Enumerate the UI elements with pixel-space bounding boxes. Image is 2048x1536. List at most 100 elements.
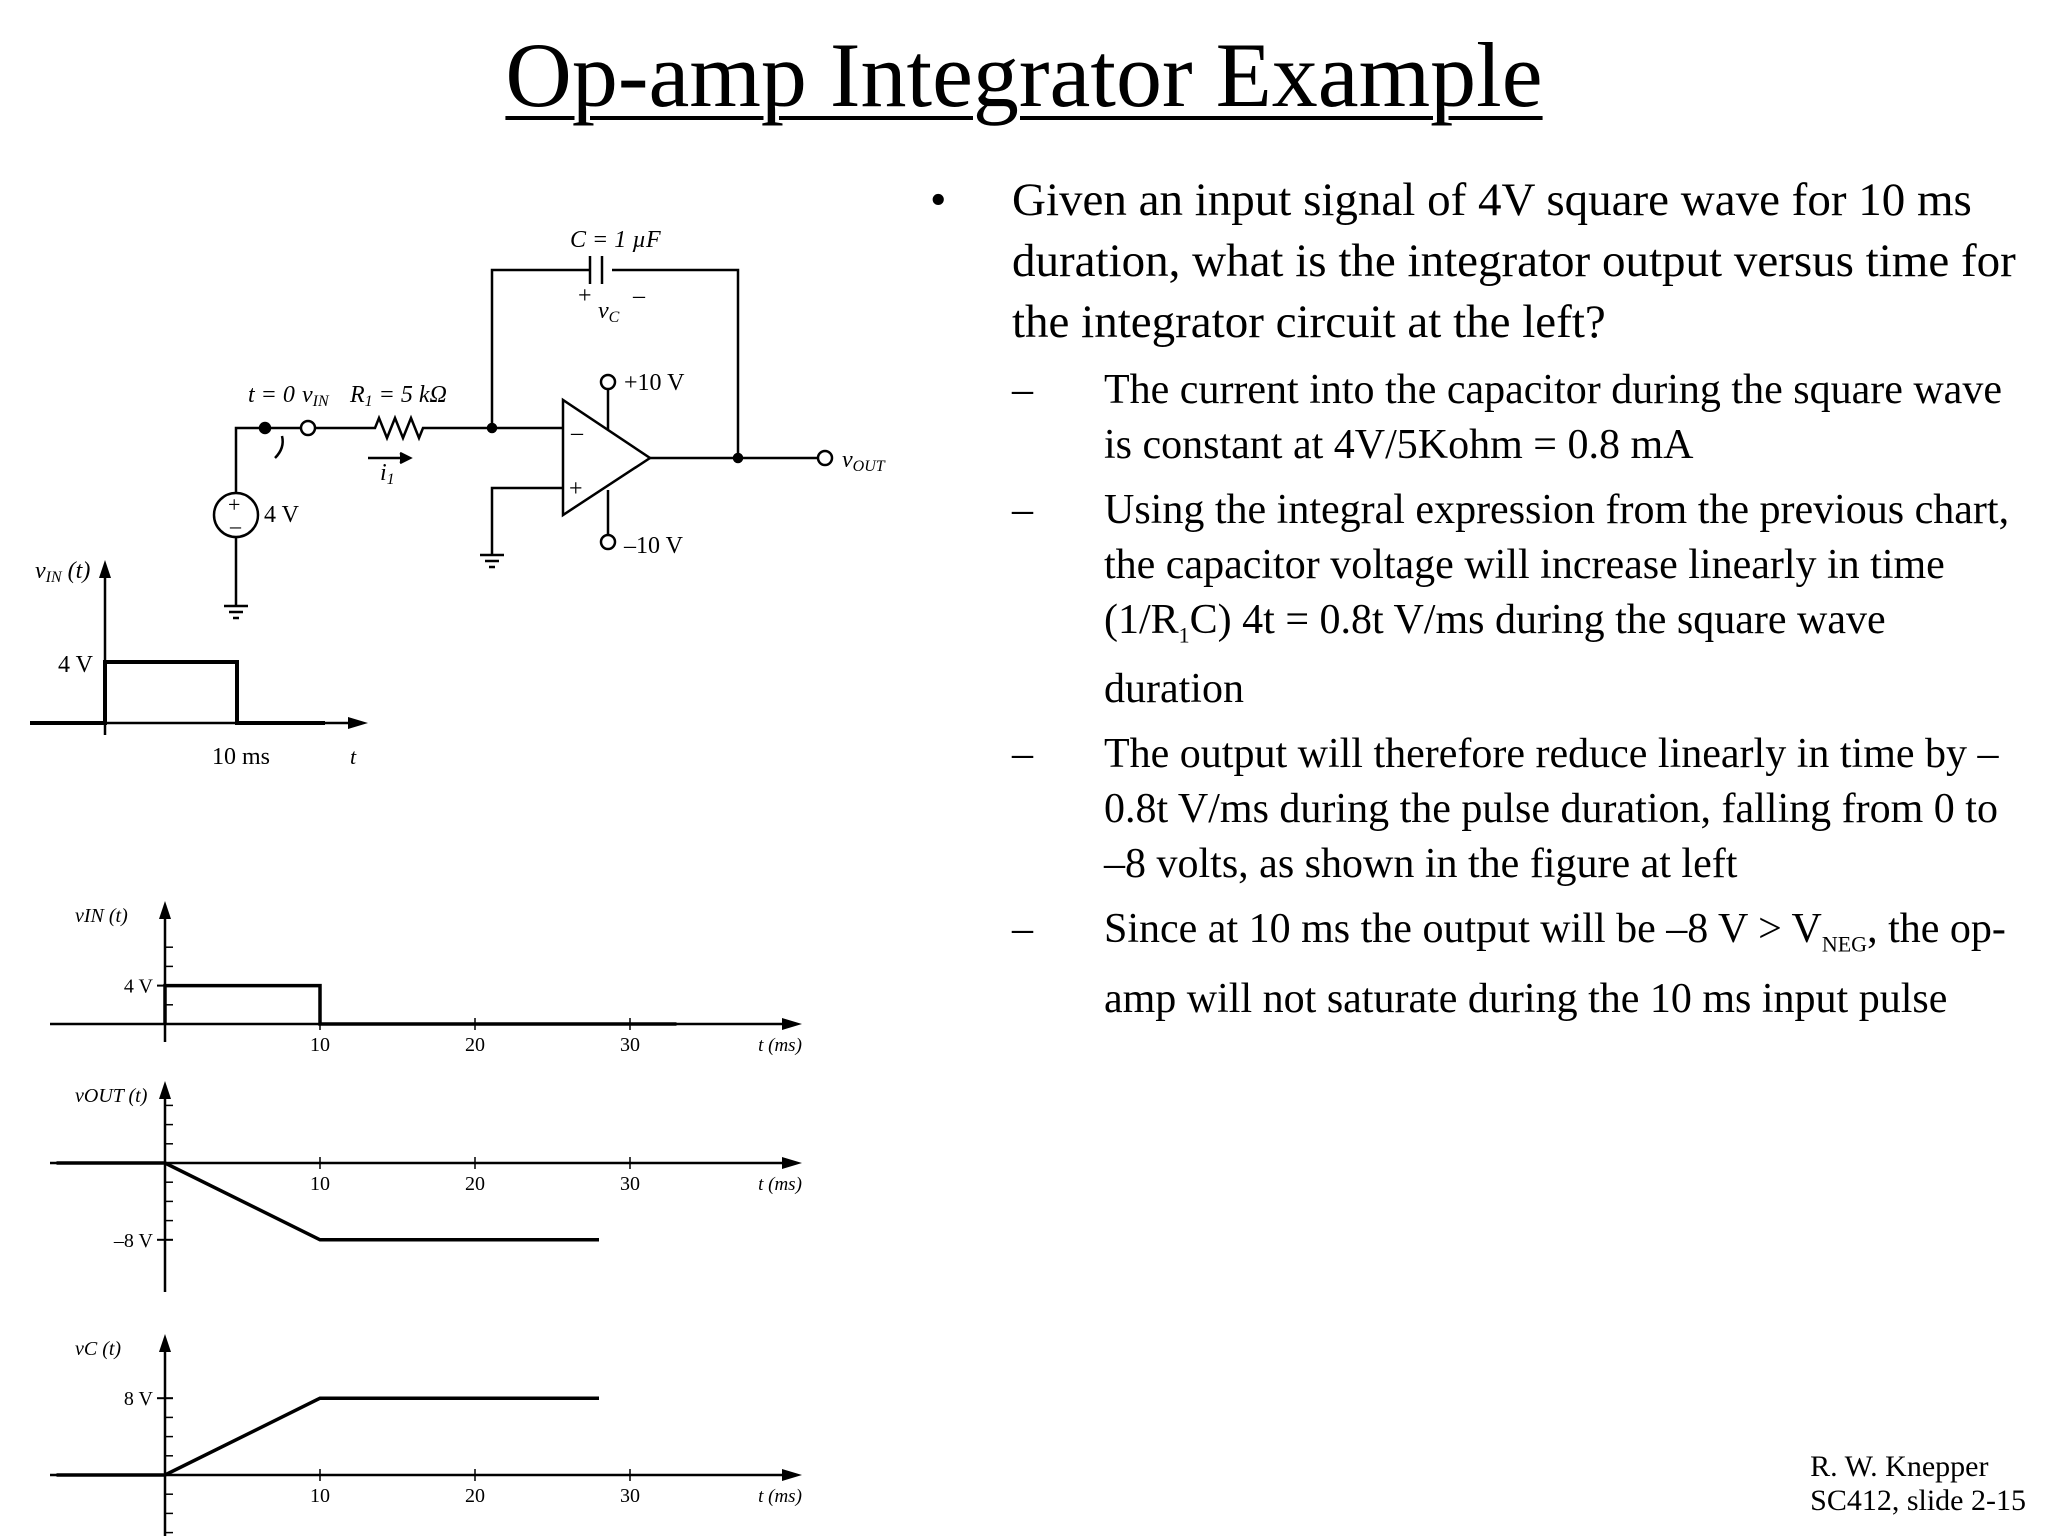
chart-1-series-line <box>163 983 677 1026</box>
pulse-trace <box>30 660 325 725</box>
sub-bullet-2-text-a: Using the integral expression from the p… <box>1104 487 2010 643</box>
sub-bullet-4-text-a: Since at 10 ms the output will be –8 V >… <box>1104 906 1822 953</box>
input-pulse-sketch: vIN (t) 4 V 10 ms t <box>30 558 368 770</box>
footer-author: R. W. Knepper <box>1810 1450 1989 1483</box>
opamp-minus-label: – <box>570 420 584 446</box>
sub-bullet-3: – The output will therefore reduce linea… <box>1012 727 2020 892</box>
pulse-ylabel-sub: IN <box>45 569 63 586</box>
main-bullet: • Given an input signal of 4V square wav… <box>930 170 2020 353</box>
circuit-labels: C = 1 µF + vC – t = 0 vIN R1 = 5 kΩ i1 +… <box>228 227 886 559</box>
pulse-level: 4 V <box>58 652 94 678</box>
resistor-label: R1 = 5 kΩ <box>349 382 447 410</box>
noninverting-ground-wire <box>490 486 563 555</box>
pos-supply-terminal <box>599 373 617 391</box>
pulse-x-arrow <box>348 717 368 729</box>
chart-1-x-tick-label: 30 <box>620 1034 640 1056</box>
chart-2-y-arrow <box>159 1081 171 1099</box>
chart-3-x-tick-label: 30 <box>620 1485 640 1507</box>
footer-slide-number: SC412, slide 2-15 <box>1810 1484 2026 1517</box>
sub-bullet-2-subscript: 1 <box>1178 622 1190 648</box>
resistor-value: = 5 kΩ <box>373 382 447 408</box>
chart-3-x-tick-label: 10 <box>310 1485 330 1507</box>
sub-bullet-2-text-b: C) 4t = 0.8t V/ms during the square wave… <box>1104 597 1886 713</box>
chart-2-x-tick-label: 20 <box>465 1173 485 1195</box>
sub-bullet-1-text: The current into the capacitor during th… <box>1104 367 2002 468</box>
pulse-xlabel: t <box>350 744 357 769</box>
current-sub: 1 <box>387 471 395 488</box>
source-minus: – <box>229 513 242 538</box>
chart-2-y-label: vOUT (t) <box>75 1085 148 1107</box>
resistor-r: R <box>349 382 365 408</box>
output-node-dot <box>732 452 744 464</box>
chart-3-x-tick-label: 20 <box>465 1485 485 1507</box>
slide-title: Op-amp Integrator Example <box>505 24 1543 126</box>
current-arrowhead <box>399 451 413 465</box>
sub-bullet-dash: – <box>1012 906 1033 953</box>
neg-supply-label: –10 V <box>623 533 684 559</box>
chart-1-x-tick-label: 20 <box>465 1034 485 1056</box>
pulse-ylabel: vIN (t) <box>35 558 90 586</box>
vc-minus: – <box>632 283 646 309</box>
source-plus: + <box>228 492 240 517</box>
pulse-ylabel-tail: (t) <box>62 558 91 584</box>
opamp-triangle <box>561 397 653 518</box>
chart-3-y-tick-label: 8 V <box>124 1388 154 1410</box>
vout-sub: OUT <box>853 458 886 475</box>
opamp-plus-label: + <box>569 476 583 502</box>
resistor <box>315 414 492 442</box>
current-label: i1 <box>380 460 395 488</box>
sub-bullet-4: – Since at 10 ms the output will be –8 V… <box>1012 902 2020 1026</box>
main-bullet-text: Given an input signal of 4V square wave … <box>1012 174 2016 348</box>
vout-v: v <box>842 447 853 473</box>
vin-label: vIN <box>302 382 330 410</box>
pos-supply-label: +10 V <box>624 370 685 396</box>
sub-bullet-dash: – <box>1012 487 1033 533</box>
chart-3-y-arrow <box>159 1334 171 1352</box>
chart-3-series-line <box>56 1396 599 1477</box>
resistor-sub: 1 <box>365 393 373 410</box>
sub-bullet-3-text: The output will therefore reduce linearl… <box>1104 731 1999 888</box>
input-wire <box>234 426 265 492</box>
vc-plus: + <box>578 283 592 309</box>
chart-3-x-label: t (ms) <box>758 1486 802 1507</box>
chart-1-y-tick-label: 4 V <box>124 976 154 998</box>
chart-2-x-tick-label: 10 <box>310 1173 330 1195</box>
feedback-wire <box>490 268 740 462</box>
chart-1-y-label: vIN (t) <box>75 905 128 927</box>
current-i: i <box>380 460 387 486</box>
vc-sub: C <box>609 309 620 326</box>
chart-2-x-arrow <box>782 1157 802 1169</box>
chart-1-x-tick-label: 10 <box>310 1034 330 1056</box>
chart-2-y-tick-label: –8 V <box>113 1230 154 1252</box>
sub-bullet-dash: – <box>1012 367 1033 413</box>
chart-3-x-arrow <box>782 1469 802 1481</box>
neg-supply-terminal <box>599 533 617 551</box>
chart-2-x-label: t (ms) <box>758 1174 802 1195</box>
ground-symbol-1 <box>480 553 504 569</box>
vout-terminal <box>816 449 834 467</box>
sub-bullet-1: – The current into the capacitor during … <box>1012 363 2020 473</box>
waveform-charts: 10 20 30 t (ms) vIN (t) 4 V 10 20 30 t (ms) vOUT (… <box>50 901 802 1536</box>
sub-bullet-4-subscript: NEG <box>1821 931 1868 957</box>
capacitor-label: C = 1 µF <box>570 227 661 253</box>
chart-1-y-arrow <box>159 901 171 919</box>
chart-1-x-label: t (ms) <box>758 1035 802 1056</box>
sub-bullet-dash: – <box>1012 731 1033 778</box>
vin-v: v <box>302 382 313 408</box>
slide-footer: R. W. Knepper SC412, slide 2-15 <box>1810 1450 2026 1518</box>
switch-label: t = 0 <box>248 382 295 408</box>
chart-2-x-tick-label: 30 <box>620 1173 640 1195</box>
bullet-list: • Given an input signal of 4V square wav… <box>930 170 2020 1027</box>
vc-v: v <box>598 298 609 324</box>
switch-arrow <box>274 435 284 459</box>
sub-bullet-2: – Using the integral expression from the… <box>1012 483 2020 717</box>
pulse-y-arrow <box>99 560 111 578</box>
pulse-duration: 10 ms <box>212 744 270 770</box>
vout-label: vOUT <box>842 447 886 475</box>
bullet-dot: • <box>930 174 947 226</box>
integrator-circuit <box>212 256 834 620</box>
chart-2-series-line <box>56 1161 599 1242</box>
sub-bullet-4-text-b: , the op-amp will not saturate during th… <box>1104 906 2006 1022</box>
vc-label: vC <box>598 298 620 326</box>
